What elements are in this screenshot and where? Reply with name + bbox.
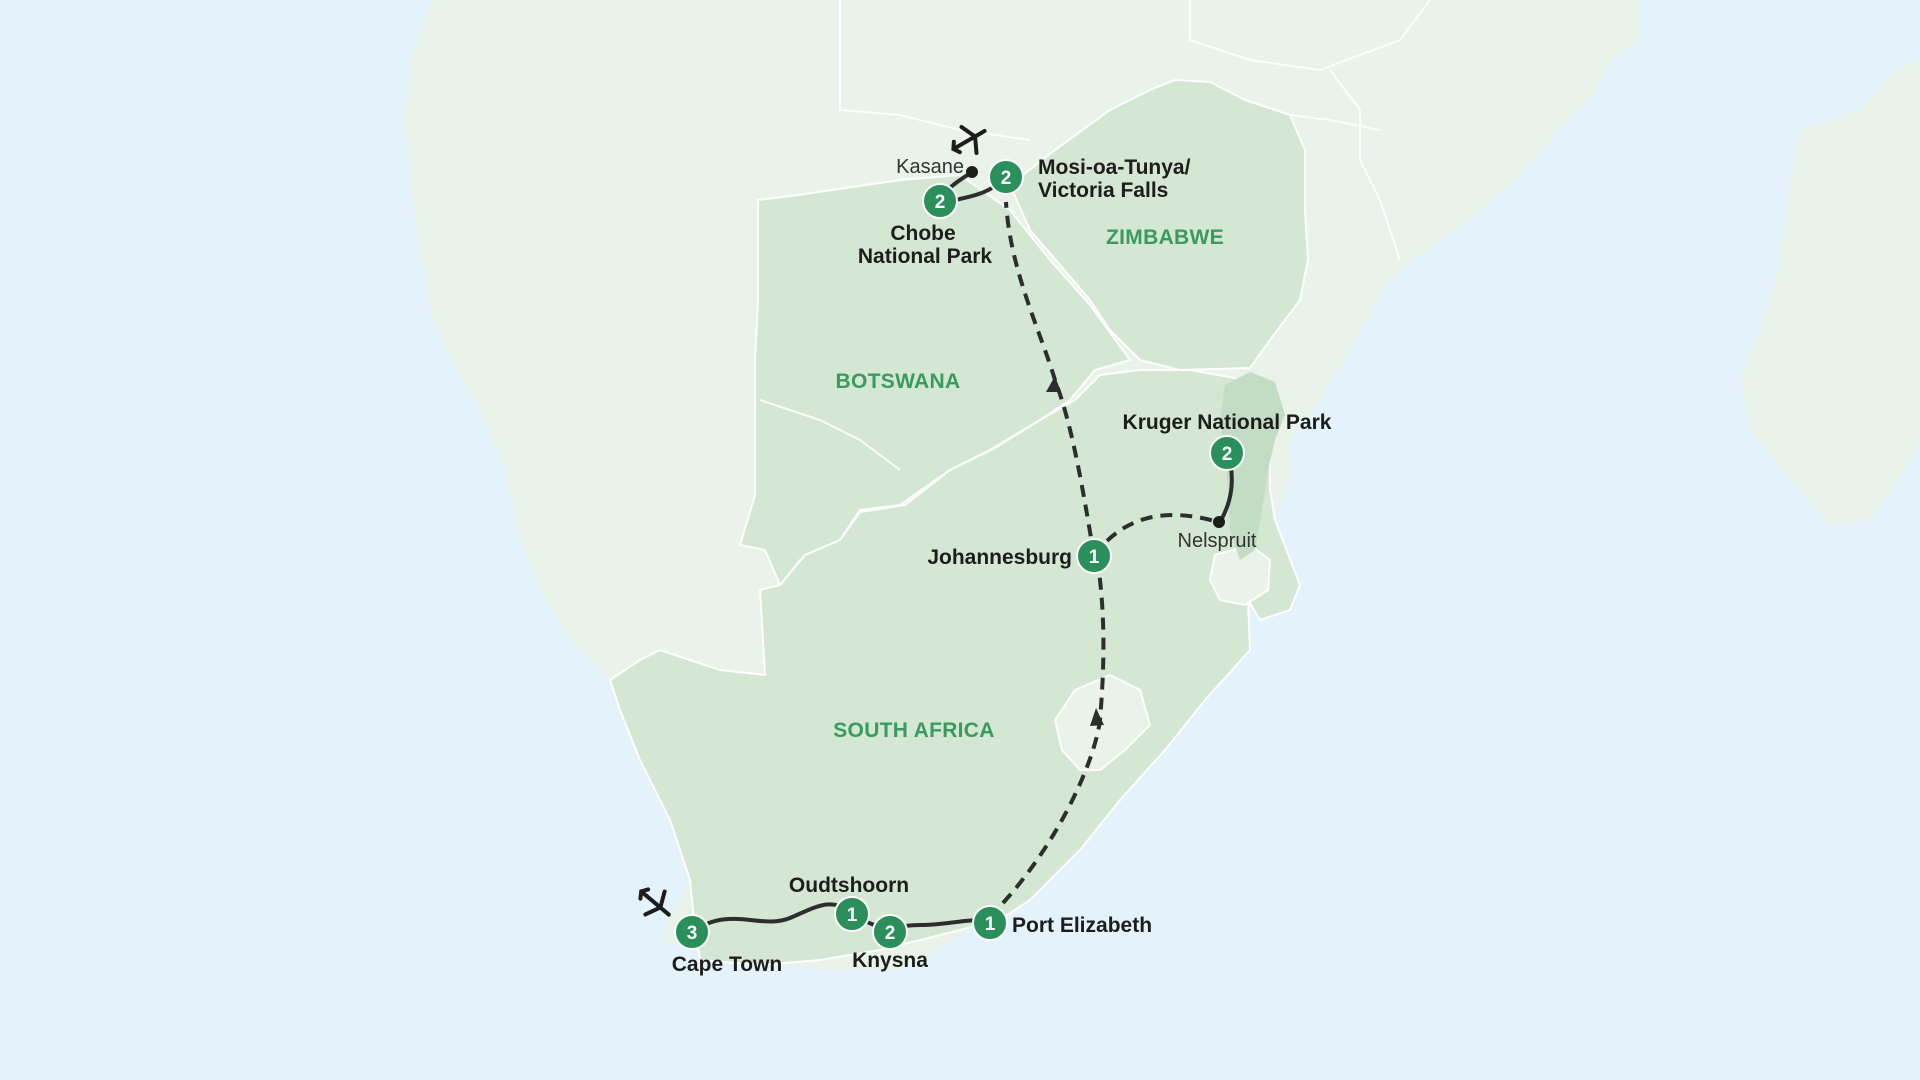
route-johannesburg-nelspruit — [1092, 513, 1219, 558]
land-zimbabwe — [1008, 78, 1310, 372]
svg-text:3: 3 — [687, 923, 698, 944]
stop-label-kruger: Kruger National Park — [1123, 411, 1332, 434]
country-label-botswana: BOTSWANA — [836, 370, 961, 393]
stop-badge-johannesburg: 1 — [1076, 538, 1112, 574]
stop-label-chobe-line2: National Park — [858, 245, 993, 268]
svg-text:1: 1 — [847, 905, 858, 926]
stop-badge-port-elizabeth: 1 — [972, 905, 1008, 941]
svg-text:1: 1 — [1089, 547, 1100, 568]
svg-text:2: 2 — [1222, 444, 1233, 465]
country-label-zimbabwe: ZIMBABWE — [1106, 226, 1224, 249]
stop-label-port-elizabeth: Port Elizabeth — [1012, 914, 1152, 937]
svg-text:2: 2 — [1001, 168, 1012, 189]
stop-label-johannesburg: Johannesburg — [927, 546, 1072, 569]
direction-arrow — [1046, 376, 1061, 392]
stop-label-victoria-falls-line2: Victoria Falls — [1038, 179, 1168, 202]
land-south-africa — [608, 369, 1302, 967]
land-botswana — [738, 173, 1132, 587]
country-label-south-africa: SOUTH AFRICA — [833, 719, 994, 742]
airplane-icon — [951, 125, 987, 155]
stop-badge-kruger: 2 — [1209, 435, 1245, 471]
stop-badge-oudtshoorn: 1 — [834, 896, 870, 932]
land-madagascar — [1740, 60, 1920, 525]
stop-badge-knysna: 2 — [872, 914, 908, 950]
waypoint-label-nelspruit: Nelspruit — [1178, 530, 1257, 552]
waypoint-dot-nelspruit — [1213, 516, 1225, 528]
svg-text:2: 2 — [885, 923, 896, 944]
svg-text:1: 1 — [985, 914, 996, 935]
airplane-icon — [638, 887, 671, 917]
stop-label-chobe-line1: Chobe — [890, 222, 955, 245]
border-lines — [759, 0, 1431, 471]
stop-label-oudtshoorn: Oudtshoorn — [789, 874, 909, 897]
stop-label-victoria-falls-line1: Mosi-oa-Tunya/ — [1038, 156, 1191, 179]
svg-text:2: 2 — [935, 192, 946, 213]
land-kruger-park — [1220, 372, 1285, 560]
waypoint-label-kasane: Kasane — [896, 156, 964, 178]
stop-label-cape-town: Cape Town — [672, 953, 782, 976]
stop-badge-cape-town: 3 — [674, 914, 710, 950]
stop-label-knysna: Knysna — [852, 949, 928, 972]
stop-badge-chobe: 2 — [922, 183, 958, 219]
route-cape-town-oudtshoorn — [690, 902, 854, 934]
stop-badge-victoria-falls: 2 — [988, 159, 1024, 195]
waypoint-dot-kasane — [966, 166, 978, 178]
direction-arrow — [1090, 708, 1104, 726]
